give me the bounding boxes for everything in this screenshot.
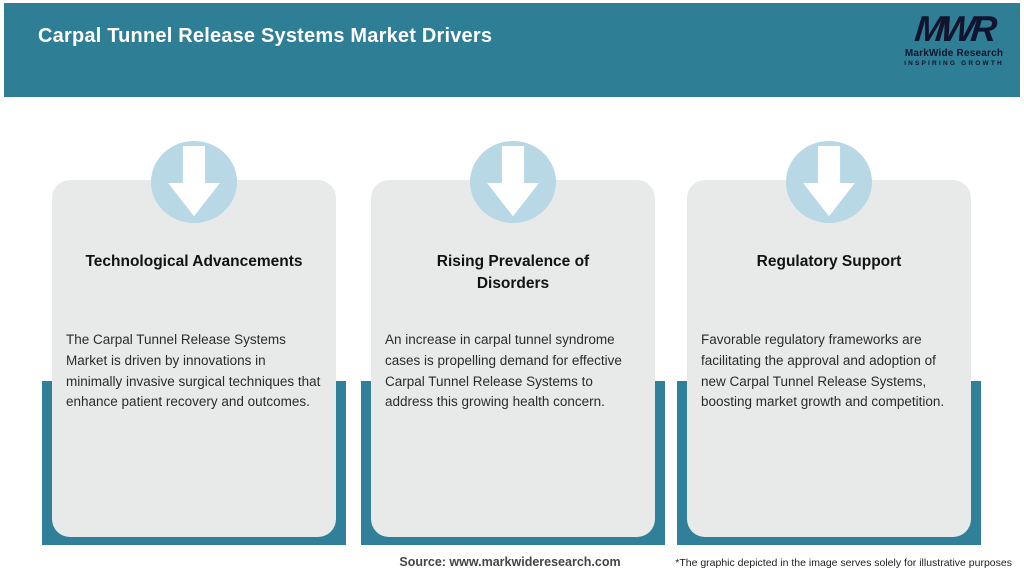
down-arrow-icon xyxy=(470,141,556,223)
down-arrow-glyph xyxy=(487,146,539,217)
source-credit: Source: www.markwideresearch.com xyxy=(399,555,621,569)
down-arrow-icon xyxy=(786,141,872,223)
brand-logo-tagline: INSPIRING GROWTH xyxy=(904,60,1004,67)
driver-card: Technological Advancements The Carpal Tu… xyxy=(52,141,336,537)
brand-logo: MWR MarkWide Research INSPIRING GROWTH xyxy=(902,8,1006,68)
card-title: Regulatory Support xyxy=(756,253,902,270)
driver-card: Regulatory Support Favorable regulatory … xyxy=(687,141,971,537)
down-arrow-icon xyxy=(151,141,237,223)
card-body-text: The Carpal Tunnel Release Systems Market… xyxy=(66,332,321,410)
disclaimer-note: *The graphic depicted in the image serve… xyxy=(675,557,1012,569)
card-title: Rising Prevalence of Disorders xyxy=(436,253,590,293)
card-body-text: An increase in carpal tunnel syndrome ca… xyxy=(385,332,622,410)
page-title: Carpal Tunnel Release Systems Market Dri… xyxy=(38,25,493,47)
card-body-text: Favorable regulatory frameworks are faci… xyxy=(701,332,945,410)
brand-logo-monogram: MWR xyxy=(912,8,996,49)
down-arrow-glyph xyxy=(168,146,220,217)
card-title: Technological Advancements xyxy=(85,253,303,270)
driver-card: Rising Prevalence of Disorders An increa… xyxy=(371,141,655,537)
brand-logo-name: MarkWide Research xyxy=(904,48,1004,59)
down-arrow-glyph xyxy=(803,146,855,217)
header-bar: Carpal Tunnel Release Systems Market Dri… xyxy=(4,3,1020,97)
